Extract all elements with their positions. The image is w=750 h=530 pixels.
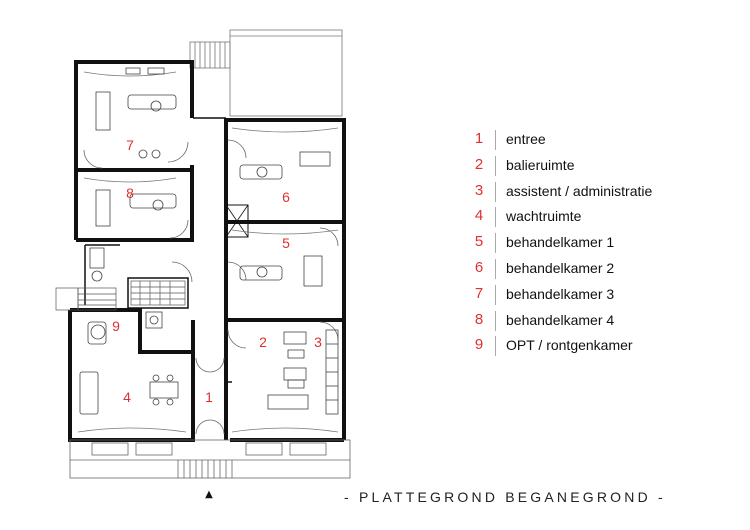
legend-label: behandelkamer 2 (506, 259, 615, 276)
legend-label: assistent / administratie (506, 182, 653, 199)
legend-row: 2 balieruimte (468, 154, 718, 180)
legend-row: 9 OPT / rontgenkamer (468, 334, 718, 360)
door-swings (83, 139, 339, 435)
legend-row: 7 behandelkamer 3 (468, 283, 718, 309)
inner-walls (84, 117, 249, 440)
north-marker: ▲ (205, 489, 213, 500)
legend-number: 7 (474, 284, 484, 302)
legend-number: 1 (474, 130, 484, 147)
terrace-top (189, 29, 343, 117)
legend-number: 9 (474, 336, 484, 354)
room-number-1: 1 (205, 389, 213, 405)
legend-number: 5 (474, 233, 484, 251)
legend-row: 5 behandelkamer 1 (468, 231, 718, 257)
legend-divider (495, 155, 496, 176)
stairs (55, 280, 186, 311)
legend-divider (495, 207, 496, 228)
legend-number: 8 (474, 310, 484, 328)
room-number-7: 7 (126, 137, 134, 153)
legend-label: wachtruimte (506, 208, 582, 225)
legend-number: 3 (474, 181, 484, 199)
legend-number: 6 (474, 258, 484, 276)
legend-divider (495, 258, 496, 279)
legend-divider (495, 284, 496, 305)
bottom-terrace (69, 439, 351, 479)
legend-label: OPT / rontgenkamer (506, 337, 633, 354)
plan-title: - PLATTEGROND BEGANEGROND - (344, 489, 666, 505)
legend-row: 4 wachtruimte (468, 205, 718, 231)
legend-label: balieruimte (506, 156, 575, 173)
legend-row: 1 entree (468, 128, 718, 154)
room-number-9: 9 (112, 318, 120, 334)
legend-label: behandelkamer 3 (506, 285, 615, 302)
legend-divider (495, 181, 496, 202)
room-number-3: 3 (314, 334, 322, 350)
window-bays (77, 71, 339, 433)
legend-label: entree (506, 131, 546, 147)
legend-divider (495, 130, 496, 150)
legend-row: 3 assistent / administratie (468, 180, 718, 206)
room-numbers: 1 2 3 4 5 6 7 8 9 (112, 137, 322, 405)
room-number-5: 5 (282, 235, 290, 251)
room-legend: 1 entree 2 balieruimte 3 assistent / adm… (468, 128, 718, 360)
room-number-8: 8 (126, 185, 134, 201)
legend-label: behandelkamer 1 (506, 234, 615, 251)
legend-divider (495, 336, 496, 357)
legend-row: 8 behandelkamer 4 (468, 309, 718, 335)
furniture (79, 67, 339, 415)
legend-divider (495, 310, 496, 331)
room-number-6: 6 (282, 189, 290, 205)
room-number-2: 2 (259, 334, 267, 350)
legend-number: 4 (474, 207, 484, 225)
legend-divider (495, 233, 496, 254)
legend-row: 6 behandelkamer 2 (468, 257, 718, 283)
room-number-4: 4 (123, 389, 131, 405)
legend-number: 2 (474, 155, 484, 173)
legend-label: behandelkamer 4 (506, 311, 615, 328)
